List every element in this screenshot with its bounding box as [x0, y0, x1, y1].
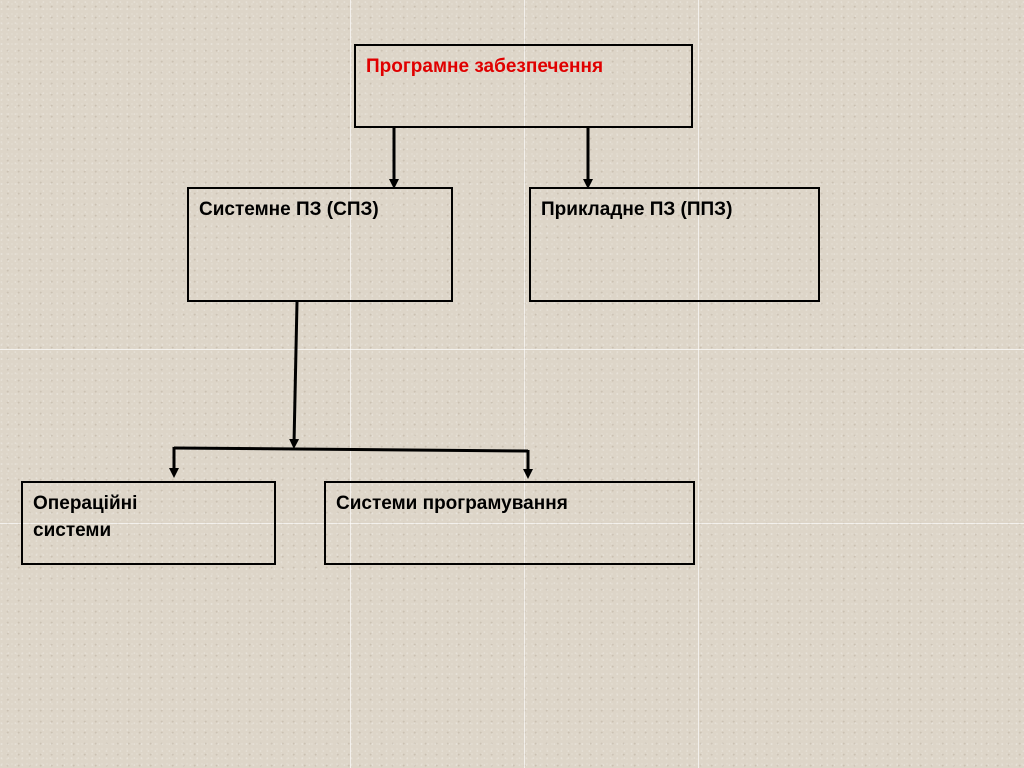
background-seam: [350, 0, 351, 768]
software-root-label: Програмне забезпечення: [366, 56, 604, 77]
operating-systems-label: Операційні системи: [33, 493, 138, 541]
application-software-box: Прикладне ПЗ (ППЗ): [529, 187, 820, 302]
programming-systems-box: Системи програмування: [324, 481, 695, 565]
arrow-system-software-to-bus: [289, 301, 300, 449]
background-seam: [524, 0, 525, 768]
application-software-label: Прикладне ПЗ (ППЗ): [541, 199, 733, 220]
programming-systems-label: Системи програмування: [336, 493, 568, 514]
system-software-box: Системне ПЗ (СПЗ): [187, 187, 453, 302]
background-seam: [0, 523, 1024, 524]
software-root-box: Програмне забезпечення: [354, 44, 693, 128]
background-seam: [0, 349, 1024, 350]
operating-systems-box: Операційні системи: [21, 481, 276, 565]
background-seam: [698, 0, 699, 768]
system-software-label: Системне ПЗ (СПЗ): [199, 199, 379, 220]
branch-bus-line: [173, 446, 529, 453]
